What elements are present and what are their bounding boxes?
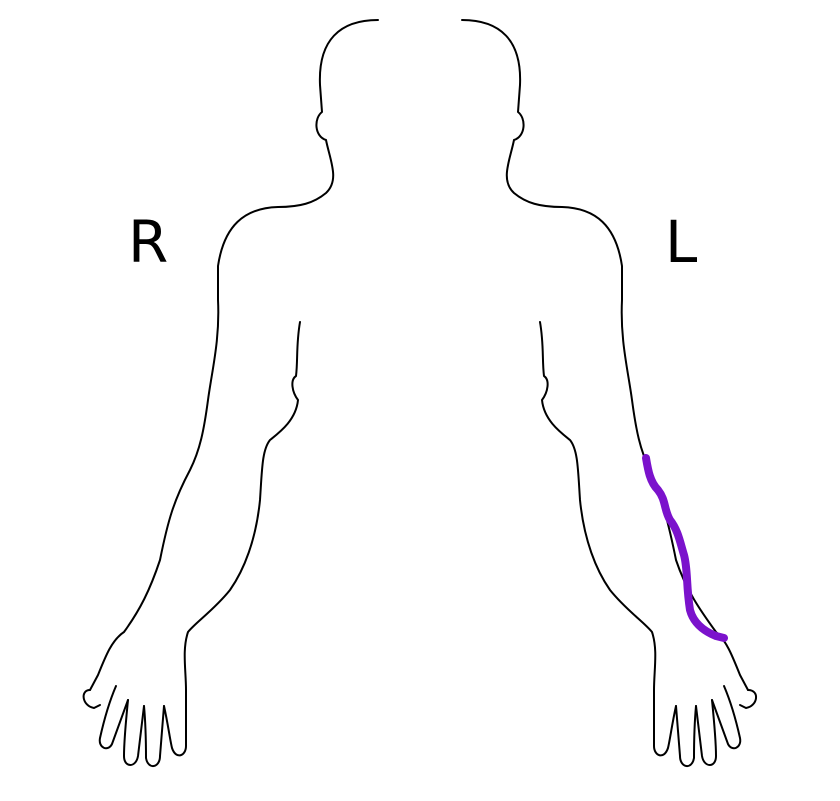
right-side-label: R (128, 208, 168, 276)
marking-stroke (642, 454, 728, 642)
left-side-label: L (665, 208, 697, 276)
right-hand (82, 685, 187, 767)
head-outline-left (461, 19, 749, 691)
body-outline (82, 19, 757, 767)
right-inner-arm (183, 321, 301, 691)
head-outline-right (89, 19, 379, 691)
left-hand (653, 685, 757, 767)
left-inner-arm (539, 321, 657, 691)
